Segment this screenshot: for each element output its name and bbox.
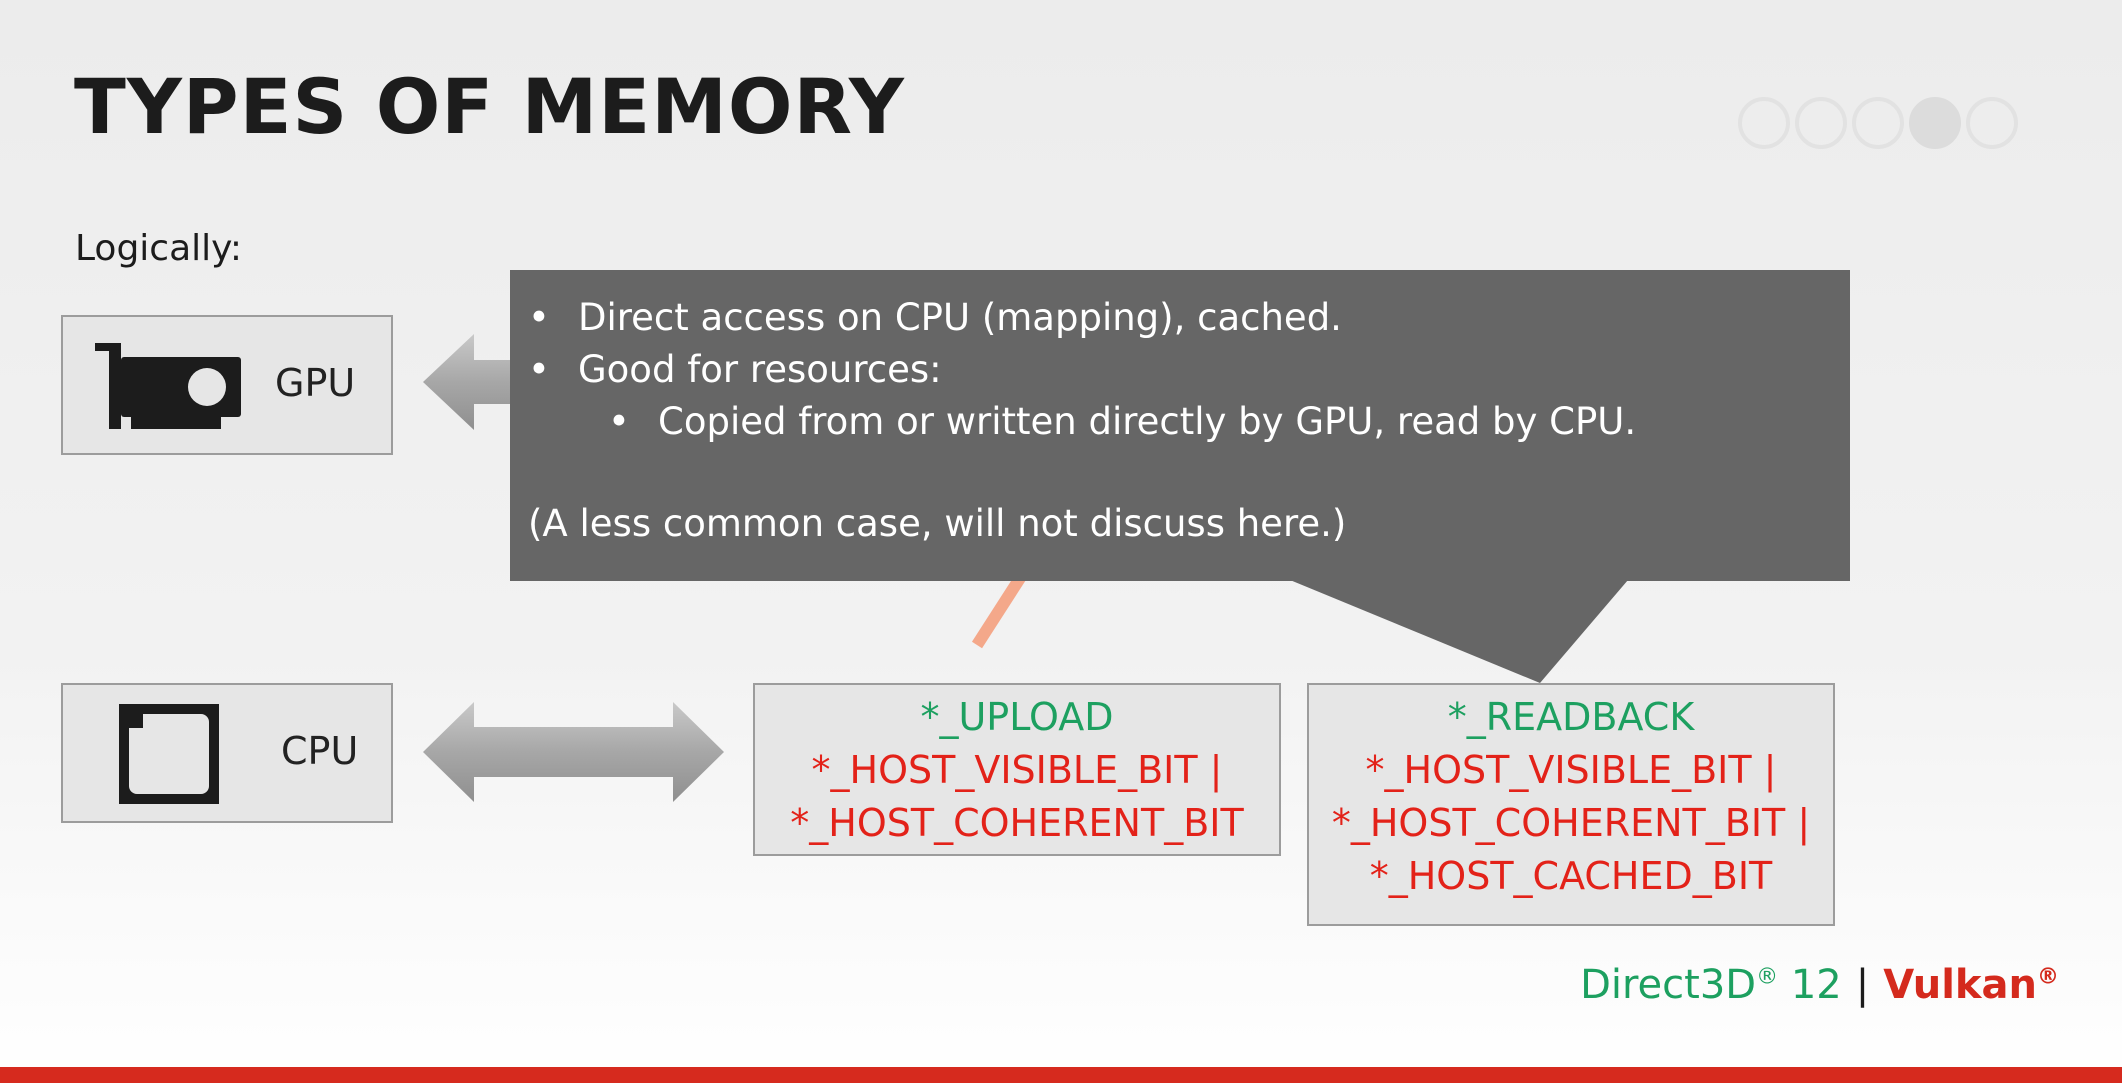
footer-brand: Direct3D® 12|Vulkan® [1580, 962, 2059, 1008]
graphics-card-icon [95, 343, 241, 429]
bottom-accent-bar [0, 1067, 2122, 1083]
brand-vulkan: Vulkan® [1883, 962, 2059, 1008]
gpu-box: GPU [61, 315, 393, 455]
brand-direct3d-version: 12 [1790, 962, 1842, 1008]
upload-flag: *_HOST_COHERENT_BIT [790, 801, 1244, 845]
subtitle: Logically: [75, 228, 242, 269]
brand-direct3d-text: Direct3D [1580, 962, 1757, 1008]
cpu-double-arrow [423, 702, 724, 802]
progress-dot [1738, 97, 1790, 149]
upload-type-name: *_UPLOAD [920, 695, 1114, 739]
callout-bullet: Direct access on CPU (mapping), cached. [578, 296, 1342, 339]
bullet-dot: • [528, 296, 550, 339]
readback-flag: *_HOST_VISIBLE_BIT | [1365, 748, 1777, 792]
cpu-chip-icon [119, 704, 219, 804]
brand-separator: | [1855, 962, 1870, 1008]
callout-pointer [1290, 580, 1628, 683]
registered-mark: ® [1756, 964, 1779, 990]
readback-flag: *_HOST_COHERENT_BIT | [1331, 801, 1811, 845]
orange-connector-line [971, 571, 1028, 649]
gpu-label: GPU [275, 361, 356, 405]
callout-bullet: Good for resources: [578, 348, 942, 391]
bullet-dot: • [528, 348, 550, 391]
upload-memory-box: *_UPLOAD *_HOST_VISIBLE_BIT | *_HOST_COH… [753, 683, 1281, 856]
slide-title: TYPES OF MEMORY [74, 62, 905, 151]
readback-memory-box: *_READBACK *_HOST_VISIBLE_BIT | *_HOST_C… [1307, 683, 1835, 926]
callout-box: • Direct access on CPU (mapping), cached… [510, 270, 1850, 581]
cpu-box: CPU [61, 683, 393, 823]
bullet-dot: • [608, 400, 630, 443]
callout-note: (A less common case, will not discuss he… [528, 502, 1347, 545]
registered-mark: ® [2037, 964, 2059, 990]
brand-direct3d: Direct3D® 12 [1580, 962, 1842, 1008]
progress-dot [1966, 97, 2018, 149]
progress-dot-active [1909, 97, 1961, 149]
progress-dot [1795, 97, 1847, 149]
cpu-label: CPU [281, 729, 359, 773]
brand-vulkan-text: Vulkan [1883, 962, 2037, 1008]
readback-type-name: *_READBACK [1447, 695, 1695, 739]
readback-flag: *_HOST_CACHED_BIT [1369, 854, 1773, 898]
upload-flag: *_HOST_VISIBLE_BIT | [811, 748, 1223, 792]
callout-sub-bullet: Copied from or written directly by GPU, … [658, 400, 1637, 443]
progress-dot [1852, 97, 1904, 149]
